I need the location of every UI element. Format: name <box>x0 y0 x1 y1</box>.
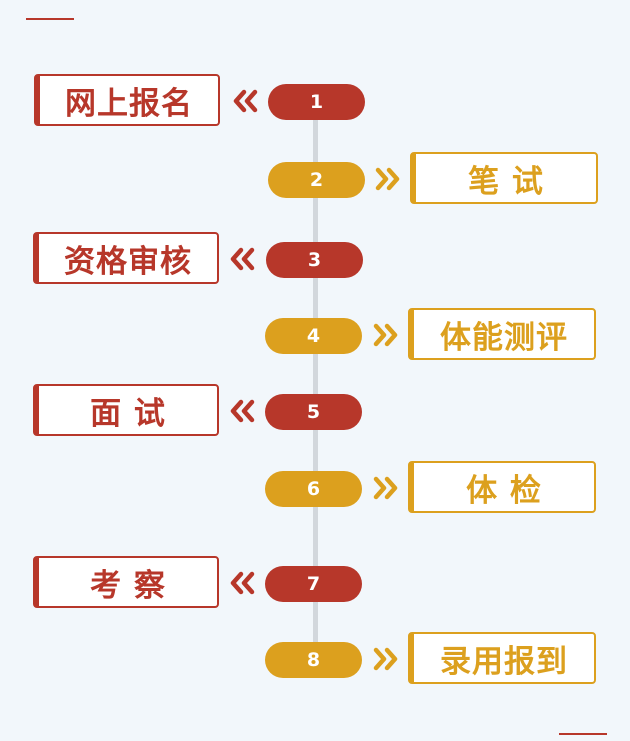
step-3: 资格审核 3 <box>0 230 630 290</box>
step-3-label: 资格审核 <box>64 243 192 280</box>
step-6-number: 6 <box>306 478 321 500</box>
double-chevron-left-icon <box>228 568 256 598</box>
step-1-number-pill: 1 <box>268 84 365 120</box>
step-4-number-pill: 4 <box>265 318 362 354</box>
step-4-number: 4 <box>306 325 321 347</box>
step-1-label-box: 网上报名 <box>34 74 220 126</box>
step-8-label: 录用报到 <box>440 643 568 680</box>
step-7-number-pill: 7 <box>265 566 362 602</box>
step-4-label: 体能测评 <box>440 319 568 356</box>
step-5-label: 面 试 <box>90 395 166 432</box>
step-8-label-box: 录用报到 <box>408 632 596 684</box>
step-8-number-pill: 8 <box>265 642 362 678</box>
step-2-label: 笔 试 <box>468 163 544 200</box>
step-4: 4 体能测评 <box>0 306 630 366</box>
step-2-number-pill: 2 <box>268 162 365 198</box>
step-4-label-box: 体能测评 <box>408 308 596 360</box>
step-1-label: 网上报名 <box>65 85 193 122</box>
double-chevron-left-icon <box>231 86 259 116</box>
double-chevron-left-icon <box>228 396 256 426</box>
double-chevron-right-icon <box>372 320 400 350</box>
step-6-label-box: 体 检 <box>408 461 596 513</box>
step-3-number: 3 <box>307 249 322 271</box>
step-2-label-box: 笔 试 <box>410 152 598 204</box>
double-chevron-left-icon <box>228 244 256 274</box>
step-5: 面 试 5 <box>0 382 630 442</box>
double-chevron-right-icon <box>372 644 400 674</box>
timeline-spine <box>313 100 318 662</box>
step-7-label: 考 察 <box>90 567 166 604</box>
step-6: 6 体 检 <box>0 459 630 519</box>
step-7-number: 7 <box>306 573 321 595</box>
step-3-label-box: 资格审核 <box>33 232 219 284</box>
step-5-label-box: 面 试 <box>33 384 219 436</box>
step-2-number: 2 <box>309 169 324 191</box>
step-5-number-pill: 5 <box>265 394 362 430</box>
step-6-label: 体 检 <box>466 472 542 509</box>
step-2: 2 笔 试 <box>0 150 630 210</box>
step-1: 网上报名 1 <box>0 72 630 132</box>
top-decor-line <box>26 18 74 20</box>
step-3-number-pill: 3 <box>266 242 363 278</box>
bottom-decor-line <box>559 733 607 735</box>
step-7-label-box: 考 察 <box>33 556 219 608</box>
step-7: 考 察 7 <box>0 554 630 614</box>
step-1-number: 1 <box>309 91 324 113</box>
step-8: 8 录用报到 <box>0 630 630 690</box>
step-5-number: 5 <box>306 401 321 423</box>
double-chevron-right-icon <box>374 164 402 194</box>
step-6-number-pill: 6 <box>265 471 362 507</box>
double-chevron-right-icon <box>372 473 400 503</box>
step-8-number: 8 <box>306 649 321 671</box>
